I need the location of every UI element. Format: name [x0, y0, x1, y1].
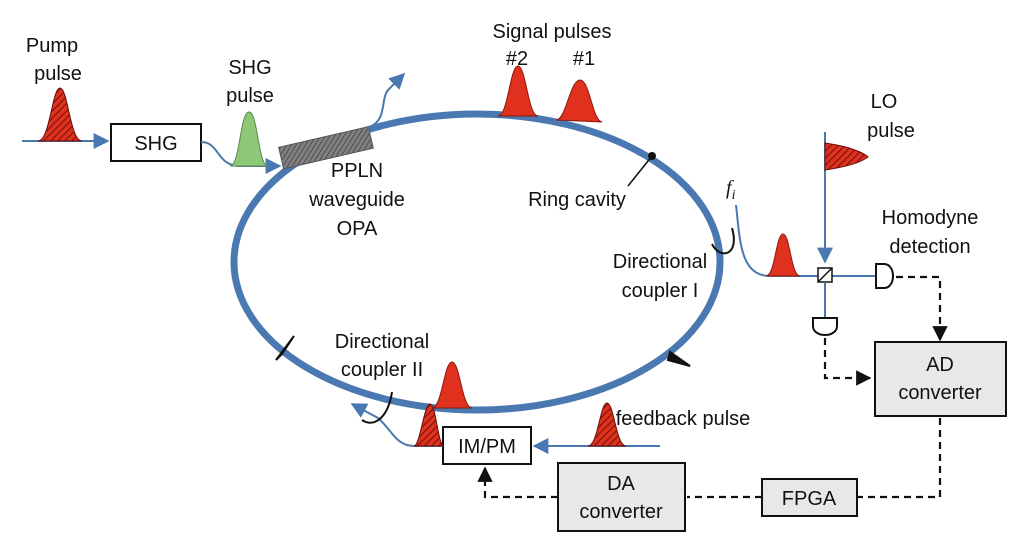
tapped-pulse	[765, 233, 801, 277]
ring-cavity	[230, 110, 724, 414]
da-to-impm	[477, 466, 558, 499]
photodetector-bottom	[812, 317, 838, 336]
homodyne-label-1: Homodyne	[882, 207, 979, 229]
shg-box-label: SHG	[134, 133, 177, 155]
dc2-label-2: coupler II	[341, 359, 423, 381]
ring-cavity-label: Ring cavity	[528, 189, 626, 211]
pump-label-2: pulse	[34, 63, 82, 85]
ad-to-fpga	[858, 418, 942, 499]
ad-converter-box	[874, 341, 1007, 417]
ring-arrow-icon	[666, 350, 691, 367]
signal-pulses-title: Signal pulses	[493, 21, 612, 43]
pump-pulse	[37, 87, 83, 142]
signal-pulse-ring-bottom	[431, 361, 473, 409]
homodyne-signal-1	[896, 275, 948, 342]
signal-1-label: #1	[573, 48, 595, 70]
ppln-label-1: PPLN	[331, 160, 383, 182]
shg-pulse-label-2: pulse	[226, 85, 274, 107]
ppln-label-2: waveguide	[308, 189, 405, 211]
dc1-label-1: Directional	[613, 251, 707, 273]
dc2-label-1: Directional	[335, 331, 429, 353]
signal-2-label: #2	[506, 48, 528, 70]
ppln-label-3: OPA	[337, 218, 378, 240]
fpga-box	[761, 478, 858, 517]
pump-label-1: Pump	[26, 35, 78, 57]
homodyne-signal-2	[823, 338, 872, 386]
da-converter-box	[557, 462, 686, 532]
dc1-label-2: coupler I	[622, 280, 699, 302]
directional-coupler-2	[361, 391, 393, 424]
impm-label: IM/PM	[458, 436, 516, 458]
homodyne-label-2: detection	[889, 236, 970, 258]
signal-pulse-1	[555, 79, 603, 123]
da-converter-label-1: DA	[607, 473, 635, 495]
shg-pulse	[229, 111, 269, 167]
feedback-label: feedback pulse	[616, 408, 751, 430]
injected-pulse	[413, 403, 445, 447]
fpga-label: FPGA	[782, 488, 837, 510]
fi-label: fi	[726, 177, 736, 203]
lo-label-2: pulse	[867, 120, 915, 142]
ppln-waveguide	[278, 126, 374, 170]
lo-pulse	[824, 142, 869, 171]
signal-pulse-2	[497, 65, 539, 117]
da-converter-label-2: converter	[579, 501, 663, 523]
lo-label-1: LO	[871, 91, 898, 113]
shg-pulse-label-1: SHG	[228, 57, 271, 79]
pump-out-fiber	[367, 72, 406, 129]
photodetector-right	[875, 263, 894, 289]
directional-coupler-1	[711, 227, 735, 255]
impm-out-fiber	[350, 403, 443, 447]
ring-arrow-icon	[275, 335, 295, 361]
ad-converter-label-1: AD	[926, 354, 954, 376]
coupler1-fiber	[735, 204, 876, 277]
shg-box	[110, 123, 202, 162]
feedback-pulse	[587, 402, 627, 447]
ad-converter-label-2: converter	[898, 382, 982, 404]
